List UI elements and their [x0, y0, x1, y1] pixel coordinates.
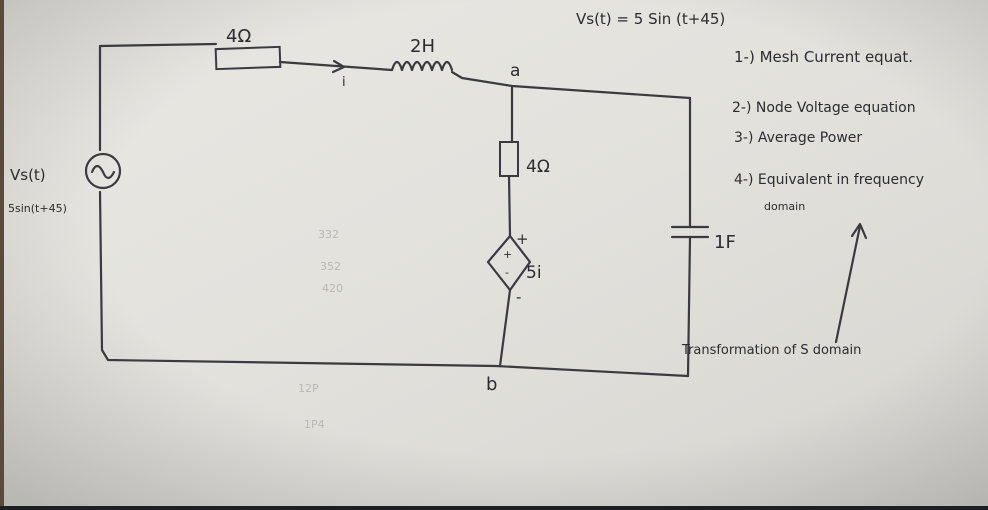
wire-right-lower	[686, 236, 692, 378]
capacitor-label: 1F	[714, 232, 736, 253]
sine-wave-icon	[90, 164, 116, 180]
scribble-1: 332	[318, 228, 339, 241]
scribble-2: 352	[320, 260, 341, 273]
task-4-continuation: domain	[764, 200, 805, 213]
voltage-source	[84, 152, 122, 190]
task-2: 2-) Node Voltage equation	[732, 100, 916, 116]
source-expression-label: 5sin(t+45)	[8, 202, 67, 215]
header-equation: Vs(t) = 5 Sin (t+45)	[576, 10, 725, 28]
dependent-plus-label: +	[516, 230, 529, 248]
transformation-arrow	[834, 224, 862, 344]
wire-mid-middle	[507, 174, 512, 238]
scribble-3: 420	[322, 282, 343, 295]
wire-top-left	[98, 42, 218, 152]
scribble-5: 1P4	[304, 418, 325, 431]
dependent-inner-plus: +	[503, 248, 512, 261]
task-4: 4-) Equivalent in frequency	[734, 172, 924, 188]
wire-top-right	[450, 70, 692, 100]
dependent-minus-label: -	[516, 288, 521, 306]
resistor-top	[214, 45, 282, 71]
node-a-label: a	[510, 61, 520, 81]
wire-mid-bottom	[498, 288, 512, 368]
task-1: 1-) Mesh Current equat.	[734, 48, 913, 66]
dependent-inner-minus: -	[505, 266, 509, 279]
scribble-4: 12P	[298, 382, 319, 395]
resistor-top-label: 4Ω	[226, 26, 251, 47]
wire-bottom	[98, 190, 690, 378]
transformation-note: Transformation of S domain	[681, 343, 861, 358]
source-name-label: Vs(t)	[10, 166, 46, 184]
inductor-label: 2H	[410, 36, 435, 57]
node-b-label: b	[486, 374, 497, 395]
arrowhead-icon	[850, 222, 868, 240]
resistor-mid-label: 4Ω	[526, 157, 550, 177]
inductor	[390, 60, 454, 72]
wire-resistor-inductor	[278, 60, 394, 72]
current-arrow-icon	[331, 59, 346, 74]
current-label: i	[342, 75, 346, 90]
dependent-source-label: 5i	[526, 263, 542, 283]
task-3: 3-) Average Power	[734, 130, 862, 146]
